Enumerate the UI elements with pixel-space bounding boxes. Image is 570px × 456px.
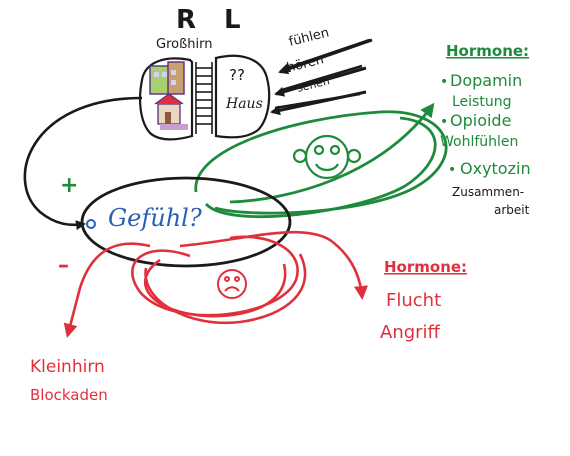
brain-left-hemisphere bbox=[139, 57, 194, 141]
grosshirn-label: Großhirn bbox=[156, 37, 212, 52]
brain-right-hemisphere bbox=[214, 54, 271, 139]
senses-block bbox=[270, 38, 373, 116]
feeling-origin-circle bbox=[86, 219, 96, 229]
kleinhirn-title: Kleinhirn bbox=[30, 357, 105, 377]
effect-arbeit: arbeit bbox=[494, 203, 530, 217]
left-hemisphere-label: L bbox=[224, 5, 241, 35]
hormone-opioide: Opioide bbox=[450, 111, 511, 130]
negative-flucht: Flucht bbox=[386, 290, 441, 311]
negative-loop bbox=[63, 230, 368, 338]
house-label: Haus bbox=[225, 96, 263, 112]
hormone-dopamin: Dopamin bbox=[450, 71, 522, 90]
effect-wohlfuehlen: Wohlfühlen bbox=[440, 134, 518, 150]
bullet-opioide: • bbox=[440, 114, 448, 130]
kleinhirn-subtitle: Blockaden bbox=[30, 386, 108, 404]
house-drawing bbox=[149, 61, 188, 130]
question-marks: ?? bbox=[229, 66, 245, 84]
feeling-ellipse bbox=[80, 176, 292, 268]
sense-feel: fühlen bbox=[287, 25, 330, 49]
effect-leistung: Leistung bbox=[452, 94, 511, 110]
minus-sign: – bbox=[58, 253, 69, 278]
bullet-dopamin: • bbox=[440, 74, 448, 90]
negative-angriff: Angriff bbox=[380, 322, 441, 343]
sense-see: sehen bbox=[296, 74, 331, 95]
negative-hormone-title: Hormone: bbox=[384, 258, 467, 276]
brain bbox=[139, 54, 271, 141]
sense-hear: hören bbox=[285, 52, 325, 76]
right-hemisphere-label: R bbox=[176, 5, 196, 35]
feeling-label: Gefühl? bbox=[108, 204, 202, 232]
bullet-oxytozin: • bbox=[448, 162, 456, 178]
brain-to-feeling-arrow bbox=[23, 96, 143, 231]
happy-face-icon bbox=[292, 134, 362, 180]
corpus-callosum bbox=[195, 62, 213, 134]
plus-sign: + bbox=[60, 173, 78, 198]
effect-zusammen: Zusammen- bbox=[452, 185, 524, 199]
positive-loop bbox=[194, 102, 448, 219]
sad-face-icon bbox=[217, 269, 247, 299]
positive-hormone-title: Hormone: bbox=[446, 42, 529, 60]
hormone-oxytozin: Oxytozin bbox=[460, 159, 531, 178]
